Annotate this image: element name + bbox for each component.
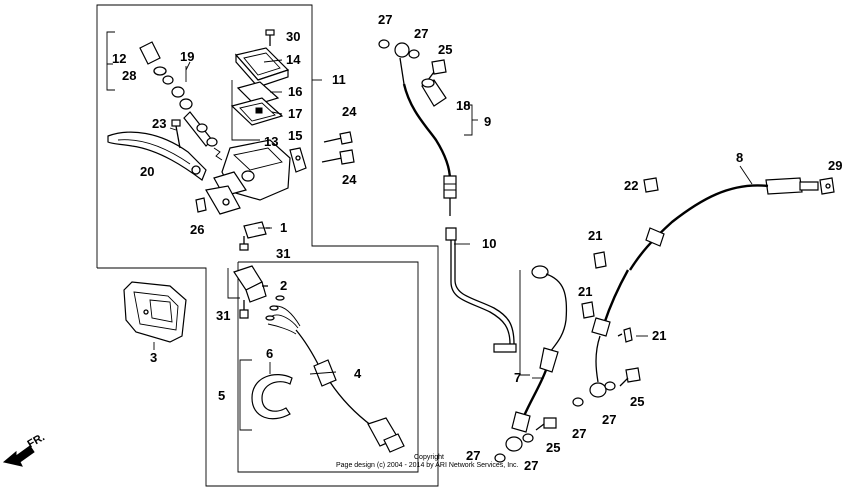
callout-25-right: 25 [630, 394, 644, 409]
callout-2: 2 [280, 278, 287, 293]
diaphragm-part-17[interactable] [230, 97, 284, 126]
brake-hose-part-9[interactable] [394, 42, 457, 216]
callout-22: 22 [624, 178, 638, 193]
switch-cover-part-3[interactable] [123, 281, 187, 343]
stop-switch-part-2[interactable] [233, 265, 268, 303]
callout-21-upper: 21 [588, 228, 602, 243]
screw-part-31-lower[interactable] [239, 300, 249, 319]
callout-24-lower: 24 [342, 172, 357, 187]
callout-30: 30 [286, 29, 300, 44]
callout-5: 5 [218, 388, 225, 403]
callout-15: 15 [288, 128, 302, 143]
callout-9: 9 [484, 114, 491, 129]
nut-part-26[interactable] [195, 197, 207, 213]
reservoir-plate-part-16[interactable] [236, 81, 280, 106]
piston-set-part-19[interactable] [162, 66, 223, 161]
clamp-part-15[interactable] [289, 147, 307, 173]
pivot-bolt-part-23[interactable] [171, 119, 181, 149]
callout-10: 10 [482, 236, 496, 251]
callout-labels: 30 12 19 14 11 28 16 17 23 15 13 24 24 2… [112, 12, 842, 473]
wire-harness-part-4[interactable] [265, 295, 405, 453]
callout-21-middle: 21 [578, 284, 592, 299]
callout-27-top-a: 27 [378, 12, 392, 27]
callout-6: 6 [266, 346, 273, 361]
callout-29: 29 [828, 158, 842, 173]
callout-17: 17 [288, 106, 302, 121]
grommet-part-21-middle[interactable] [581, 301, 595, 319]
callout-27-lower-b: 27 [524, 458, 538, 473]
callout-25-lower-left: 25 [546, 440, 560, 455]
callout-20: 20 [140, 164, 154, 179]
copyright-line-1: Copyright [414, 454, 444, 461]
washer-part-27-right-b[interactable] [604, 381, 616, 391]
switch-part-1[interactable] [243, 221, 270, 239]
callout-31-lower: 31 [216, 308, 230, 323]
bolt-part-25-right[interactable] [619, 367, 641, 387]
copyright-notice: Copyright Page design (c) 2004 - 2014 by… [336, 454, 519, 469]
callout-8: 8 [736, 150, 743, 165]
clamp-part-22[interactable] [643, 177, 659, 193]
callout-28: 28 [122, 68, 136, 83]
fitting-part-29[interactable] [819, 177, 835, 195]
brake-lever-part-20[interactable] [107, 131, 207, 181]
callout-4: 4 [354, 366, 362, 381]
washer-part-27-upper-b[interactable] [408, 49, 420, 59]
joint-part-18[interactable] [421, 78, 447, 107]
callout-16: 16 [288, 84, 302, 99]
bracket-9 [464, 104, 478, 136]
bolt-part-24-lower[interactable] [321, 149, 355, 165]
brake-hose-part-7[interactable] [511, 265, 568, 433]
banjo-part-7-fitting[interactable] [505, 436, 523, 452]
brake-hose-part-8[interactable] [589, 177, 819, 398]
callout-26: 26 [190, 222, 204, 237]
callout-27-right-a: 27 [572, 426, 586, 441]
grommet-part-21-upper[interactable] [593, 251, 607, 269]
reservoir-cap-part-14[interactable] [234, 47, 290, 88]
callout-18: 18 [456, 98, 470, 113]
washer-part-27-lower-b[interactable] [522, 433, 534, 443]
callout-1: 1 [280, 220, 287, 235]
master-cylinder-body[interactable] [205, 139, 291, 215]
bracket-12 [106, 31, 115, 91]
brake-pipe-part-10[interactable] [445, 227, 517, 353]
callout-13: 13 [264, 134, 278, 149]
callout-25-top: 25 [438, 42, 452, 57]
screw-part-30[interactable] [265, 29, 275, 46]
callout-27-right-b: 27 [602, 412, 616, 427]
washer-part-27-right-a[interactable] [572, 397, 584, 407]
copyright-line-2: Page design (c) 2004 - 2014 by ARI Netwo… [336, 462, 519, 469]
bracket-2 [227, 268, 240, 299]
bolt-part-25-lower-left[interactable] [535, 417, 557, 431]
boot-part-12[interactable] [139, 41, 161, 65]
callout-27-top-b: 27 [414, 26, 428, 41]
callout-7: 7 [514, 370, 521, 385]
bolt-part-24-upper[interactable] [323, 131, 353, 145]
bracket-5 [239, 359, 252, 431]
bracket-7 [519, 270, 530, 376]
callout-12: 12 [112, 51, 126, 66]
clip-part-6[interactable] [251, 374, 293, 420]
bolt-part-25-upper[interactable] [427, 59, 447, 81]
front-direction-label: FR. [26, 431, 47, 450]
callout-23: 23 [152, 116, 166, 131]
callout-3: 3 [150, 350, 157, 365]
callout-19: 19 [180, 49, 194, 64]
washer-part-27-upper-a[interactable] [378, 39, 390, 49]
pin-part-21-right[interactable] [617, 327, 633, 343]
callout-24-upper: 24 [342, 104, 357, 119]
master-cylinder-group-outline [96, 4, 439, 487]
bracket-13 [231, 80, 260, 141]
callout-31-upper: 31 [276, 246, 290, 261]
switch-group-outline [237, 261, 419, 473]
front-arrow-icon: FR. [2, 431, 47, 467]
washer-part-27-lower-a[interactable] [494, 453, 506, 463]
callout-21-right: 21 [652, 328, 666, 343]
callout-27-lower-a: 27 [466, 448, 480, 463]
leader-lines [153, 59, 753, 379]
callout-11: 11 [332, 72, 346, 87]
callout-14: 14 [286, 52, 301, 67]
circlip-part-28[interactable] [153, 66, 167, 76]
screw-part-31-upper[interactable] [239, 236, 249, 251]
